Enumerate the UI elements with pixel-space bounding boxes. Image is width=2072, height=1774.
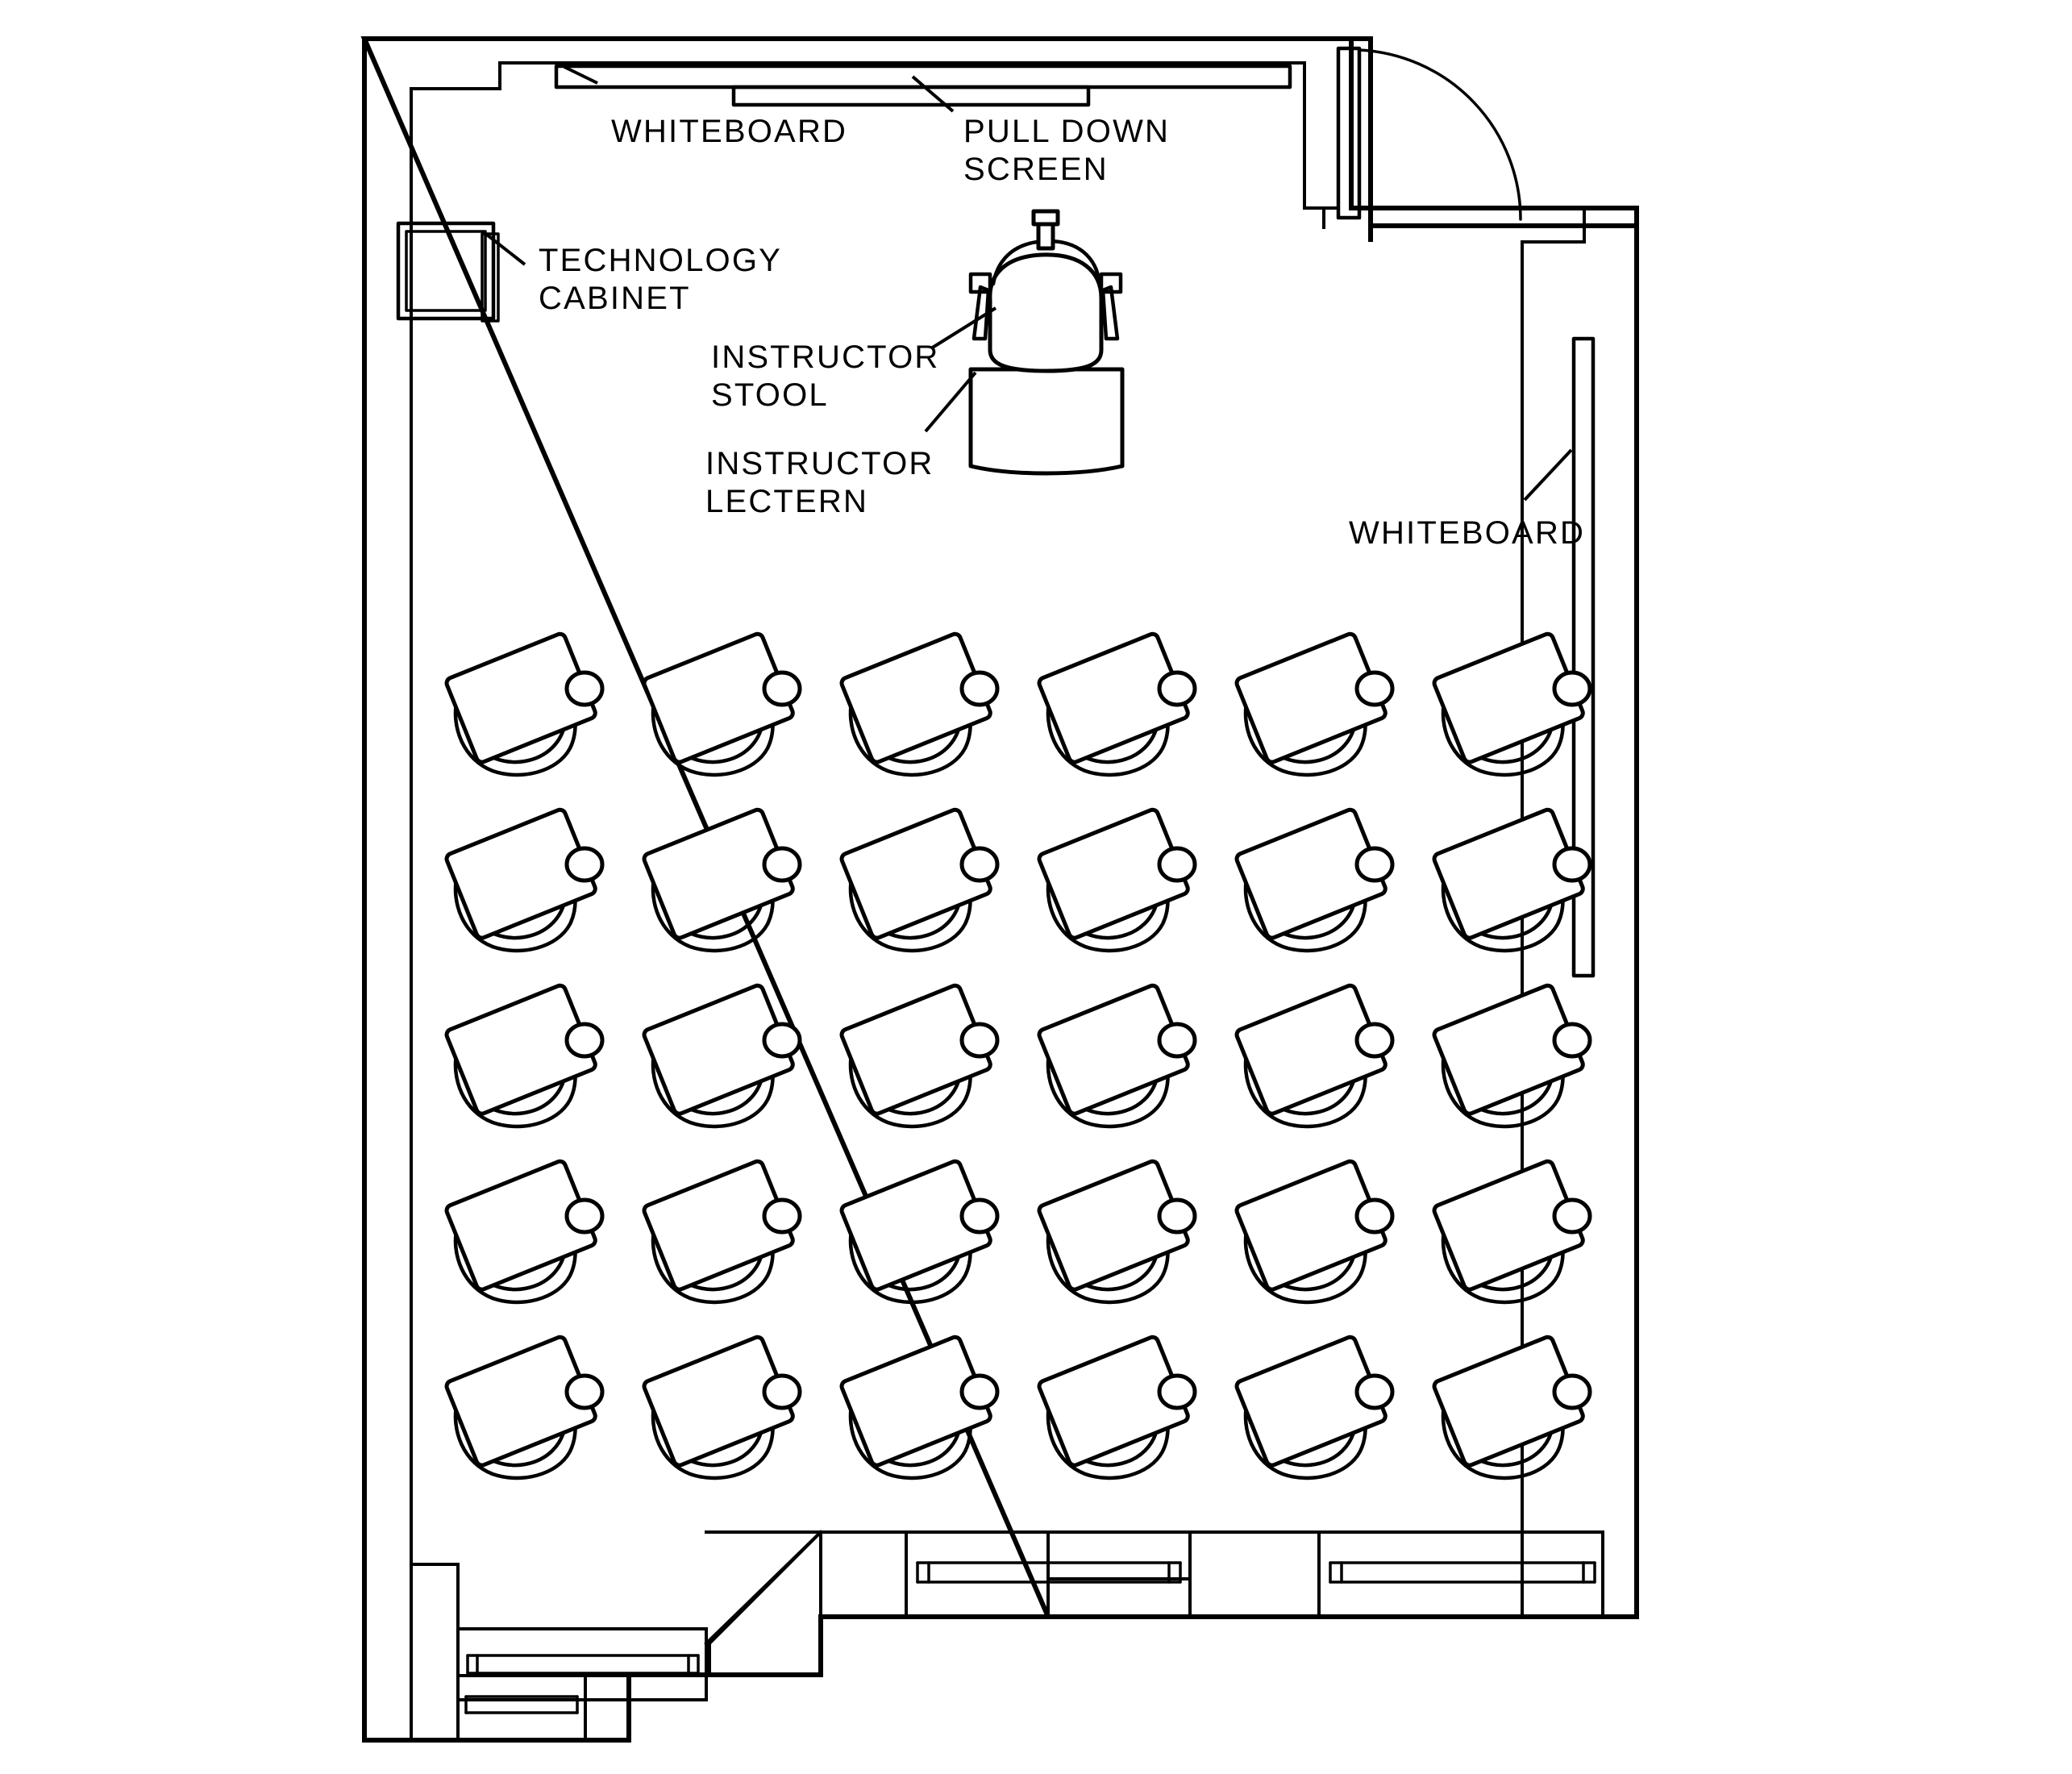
student-chair-r4-c5 (1235, 1160, 1392, 1302)
label-instructor-stool-line1: INSTRUCTOR (711, 339, 940, 375)
pull-down-screen (731, 85, 1091, 107)
student-chair-r3-c6 (1433, 984, 1590, 1126)
student-chair-r5-c1 (445, 1335, 602, 1478)
student-chair-r2-c2 (643, 808, 800, 951)
student-chair-r1-c3 (840, 632, 997, 775)
student-chair-r2-c1 (445, 808, 602, 951)
student-chair-r1-c5 (1235, 632, 1392, 775)
student-chair-r4-c3 (840, 1160, 997, 1302)
label-pull-down-screen-line2: SCREEN (963, 152, 1109, 188)
student-chair-r5-c6 (1433, 1335, 1590, 1478)
student-chair-r5-c2 (643, 1335, 800, 1478)
student-chair-r3-c4 (1038, 984, 1195, 1126)
student-chair-r2-c3 (840, 808, 997, 951)
student-chair-r1-c4 (1038, 632, 1195, 775)
leader-technology-cabinet (482, 231, 526, 266)
seating-grid (445, 632, 1590, 1478)
window-south-left (456, 1627, 708, 1701)
student-chair-r1-c6 (1433, 632, 1590, 775)
student-chair-r4-c2 (643, 1160, 800, 1302)
instructor-lectern (968, 367, 1125, 476)
student-chair-r2-c6 (1433, 808, 1590, 951)
student-chair-r4-c6 (1433, 1160, 1590, 1302)
student-chair-r4-c4 (1038, 1160, 1195, 1302)
student-chair-r5-c4 (1038, 1335, 1195, 1478)
student-chair-r3-c2 (643, 984, 800, 1126)
label-technology-cabinet-line2: CABINET (539, 281, 691, 317)
student-chair-r3-c5 (1235, 984, 1392, 1126)
label-whiteboard-top: WHITEBOARD (611, 113, 847, 151)
leader-whiteboard-right (1523, 448, 1573, 502)
window-south-right (1188, 1530, 1604, 1618)
technology-cabinet (396, 221, 500, 323)
window-south-center (905, 1530, 1192, 1618)
student-chair-r5-c3 (840, 1335, 997, 1478)
leader-instructor-lectern (924, 371, 977, 433)
instructor-stool (968, 209, 1123, 373)
window-vestibule (456, 1674, 587, 1742)
student-chair-r3-c3 (840, 984, 997, 1126)
label-instructor-stool-line2: STOOL (711, 377, 829, 414)
label-instructor-lectern-line1: INSTRUCTOR (705, 446, 934, 481)
student-chair-r1-c1 (445, 632, 602, 775)
label-whiteboard-right-line1: WHITEBOARD (1349, 515, 1586, 551)
label-whiteboard-right: WHITEBOARD (1349, 514, 1585, 552)
whiteboard-east (1571, 336, 1596, 978)
student-chair-r1-c2 (643, 632, 800, 775)
student-chair-r5-c5 (1235, 1335, 1392, 1478)
annotation-leaders (482, 65, 1573, 502)
student-chair-r4-c1 (445, 1160, 602, 1302)
label-pull-down-screen-line1: PULL DOWN (963, 114, 1171, 149)
door-assembly (1314, 46, 1522, 221)
leader-instructor-stool (930, 306, 997, 350)
leader-whiteboard-top (564, 65, 598, 85)
leader-pull-down-screen (911, 75, 955, 113)
south-wall-profile (456, 1530, 1192, 1646)
student-chair-r2-c5 (1235, 808, 1392, 951)
student-chair-r3-c1 (445, 984, 602, 1126)
label-instructor-lectern-line2: LECTERN (705, 484, 869, 520)
label-whiteboard-top-line1: WHITEBOARD (611, 114, 848, 149)
label-technology-cabinet-line1: TECHNOLOGY (539, 243, 783, 278)
student-chair-r2-c4 (1038, 808, 1195, 951)
